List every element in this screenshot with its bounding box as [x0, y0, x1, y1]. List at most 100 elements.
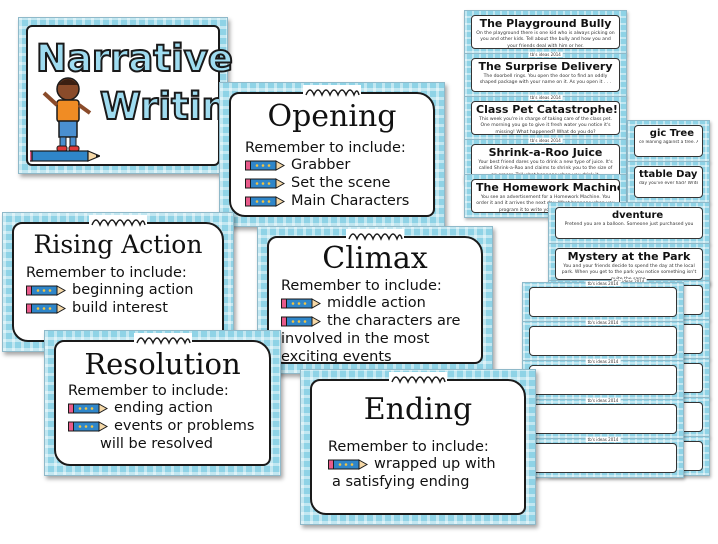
opening-poster: Opening Remember to include: Grabber Set…	[219, 82, 445, 227]
story-strip: tb's ideas 2014 Class Pet Catastrophe!Th…	[464, 95, 627, 140]
resolution-item-1: ending action	[68, 399, 269, 417]
resolution-item-label: events or problems	[114, 418, 255, 435]
squiggle-ornament	[303, 85, 361, 99]
rising-action-item-1: beginning action	[26, 281, 222, 299]
squiggle-ornament	[389, 372, 447, 386]
ending-continuation-1: a satisfying ending	[332, 474, 470, 491]
strip-body: You and your friends decide to spend the…	[561, 264, 697, 279]
strip-title: The Homework Machine	[476, 181, 620, 194]
strip-title: gic Tree	[649, 128, 694, 139]
ending-item-1: wrapped up with	[328, 455, 524, 473]
strip-body: ce leaning against a tree. As	[639, 140, 698, 145]
pencil-icon	[68, 420, 108, 432]
pencil-icon	[245, 159, 285, 171]
rising-action-title: Rising Action	[33, 230, 203, 259]
ending-poster: Ending Remember to include: wrapped up w…	[300, 369, 536, 525]
climax-poster: Climax Remember to include: middle actio…	[257, 226, 493, 374]
climax-item-1: middle action	[281, 294, 481, 312]
strip-label: tb's ideas 2014	[585, 437, 621, 442]
opening-item-3: Main Characters	[245, 192, 433, 210]
cover-panel: Narrative Writing	[26, 25, 255, 166]
opening-remember: Remember to include:	[245, 140, 406, 156]
climax-panel: Climax Remember to include: middle actio…	[267, 229, 483, 366]
opening-item-2: Set the scene	[245, 174, 433, 192]
climax-title: Climax	[322, 241, 428, 276]
opening-item-label: Set the scene	[291, 175, 391, 192]
rising-action-item-label: build interest	[72, 300, 168, 317]
strip-label: tb's ideas 2014	[528, 52, 563, 57]
narrative-writing-cover: Narrative Writing	[18, 17, 255, 174]
strip-body: The doorbell rings. You open the door to…	[479, 74, 612, 86]
strip-title: dventure	[612, 210, 664, 221]
rising-action-item-2: build interest	[26, 299, 222, 317]
squiggle-ornament	[89, 215, 147, 229]
resolution-item-2: events or problems	[68, 417, 269, 435]
strip-label: tb's ideas 2014	[611, 435, 647, 440]
climax-remember: Remember to include:	[281, 278, 442, 294]
strip-body: You see an advertisement for a Homework …	[476, 195, 615, 213]
resolution-panel: Resolution Remember to include: ending a…	[54, 333, 271, 466]
pencil-icon	[26, 302, 66, 314]
strip-label: tb's ideas 2014	[585, 320, 621, 325]
strip-label: tb's ideas 2014	[611, 357, 647, 362]
resolution-continuation-1: will be resolved	[100, 436, 214, 453]
strip-label: tb's ideas 2014	[611, 318, 647, 323]
blank-strip: tb's ideas 2014	[522, 398, 684, 439]
strip-label: tb's ideas 2014	[585, 398, 621, 403]
pencil-icon	[68, 402, 108, 414]
opening-item-1: Grabber	[245, 156, 433, 174]
resolution-remember: Remember to include:	[68, 383, 229, 399]
resolution-title: Resolution	[84, 347, 241, 381]
resolution-poster: Resolution Remember to include: ending a…	[44, 330, 281, 476]
kid-with-pencil-illustration	[30, 77, 100, 162]
pencil-icon	[281, 315, 321, 327]
climax-continuation-2: exciting events	[281, 349, 392, 366]
opening-panel: Opening Remember to include: Grabber Set…	[229, 85, 435, 217]
squiggle-ornament	[133, 333, 192, 347]
ending-remember: Remember to include:	[328, 439, 489, 455]
strip-body: On the playground there is one kid who i…	[476, 31, 615, 49]
strip-title: Shrink-a-Roo Juice	[488, 146, 603, 159]
squiggle-ornament	[346, 229, 404, 243]
strip-title: The Surprise Delivery	[478, 60, 613, 73]
climax-item-label: middle action	[327, 295, 426, 311]
strip-label: tb's ideas 2014	[611, 279, 647, 284]
climax-item-label: the characters are	[327, 313, 461, 330]
opening-item-label: Grabber	[291, 157, 351, 173]
opening-title: Opening	[267, 99, 397, 134]
rising-action-poster: Rising Action Remember to include: begin…	[2, 212, 234, 352]
strip-title: Class Pet Catastrophe!	[476, 103, 618, 116]
strip-title: The Playground Bully	[479, 17, 612, 30]
strip-body: This week you're in charge of taking car…	[479, 117, 612, 135]
strip-label: tb's ideas 2014	[528, 95, 563, 100]
rising-action-remember: Remember to include:	[26, 265, 187, 281]
strip-title: ttable Day	[639, 169, 698, 180]
ending-item-label: wrapped up with	[374, 456, 496, 472]
blank-strip: tb's ideas 2014	[522, 437, 684, 478]
blank-strip: tb's ideas 2014	[522, 320, 684, 361]
cover-word-narrative: Narrative	[35, 36, 234, 81]
rising-action-panel: Rising Action Remember to include: begin…	[12, 215, 224, 342]
pencil-icon	[26, 284, 66, 296]
climax-continuation-1: involved in the most	[281, 331, 430, 348]
strip-label: tb's ideas 2014	[585, 281, 621, 286]
ending-panel: Ending Remember to include: wrapped up w…	[310, 372, 526, 515]
strip-label: tb's ideas 2014	[585, 359, 621, 364]
resolution-item-label: ending action	[114, 400, 213, 416]
pencil-icon	[245, 177, 285, 189]
pencil-icon	[245, 195, 285, 207]
blank-strip: tb's ideas 2014	[522, 359, 684, 400]
ending-title: Ending	[363, 392, 473, 427]
strip-label: tb's ideas 2014	[528, 138, 563, 143]
strip-body: day you've ever had? Write	[639, 181, 698, 186]
climax-item-2: the characters are	[281, 312, 481, 330]
pencil-icon	[328, 458, 368, 470]
blank-strip: tb's ideas 2014	[522, 281, 684, 322]
strip-body: Pretend you are a balloon. Someone just …	[564, 222, 694, 227]
strip-title: Mystery at the Park	[567, 250, 691, 263]
